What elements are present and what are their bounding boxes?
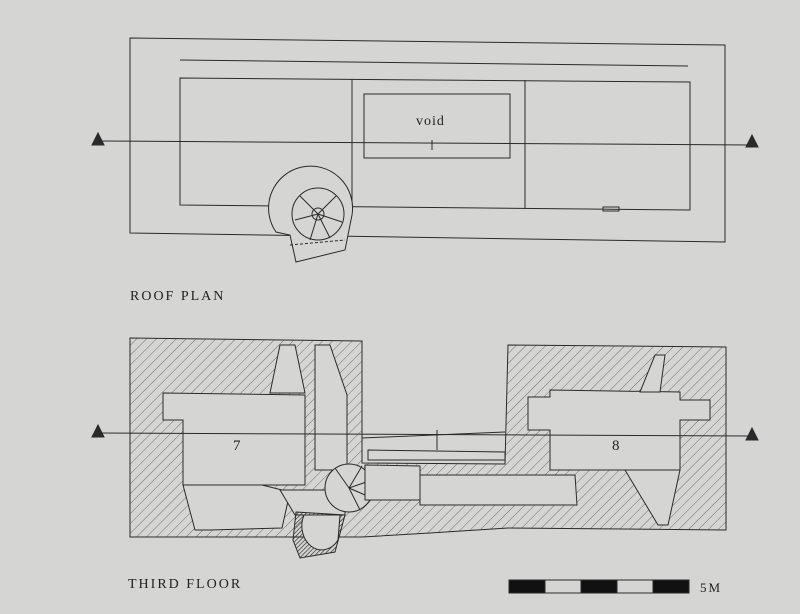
section-line-roof bbox=[91, 131, 759, 148]
room-8-label: 8 bbox=[612, 438, 620, 454]
third-floor-plan bbox=[91, 337, 759, 559]
scale-bar-label: 5M bbox=[700, 580, 723, 595]
roof-plan-title: ROOF PLAN bbox=[130, 289, 226, 304]
roof-plan bbox=[91, 37, 759, 263]
third-floor-title: THIRD FLOOR bbox=[128, 577, 243, 592]
section-line-third-floor bbox=[91, 423, 759, 441]
room-7-label: 7 bbox=[233, 438, 241, 454]
scale-bar bbox=[508, 579, 690, 594]
stair-turret bbox=[268, 165, 354, 263]
void-label: void bbox=[416, 114, 445, 129]
